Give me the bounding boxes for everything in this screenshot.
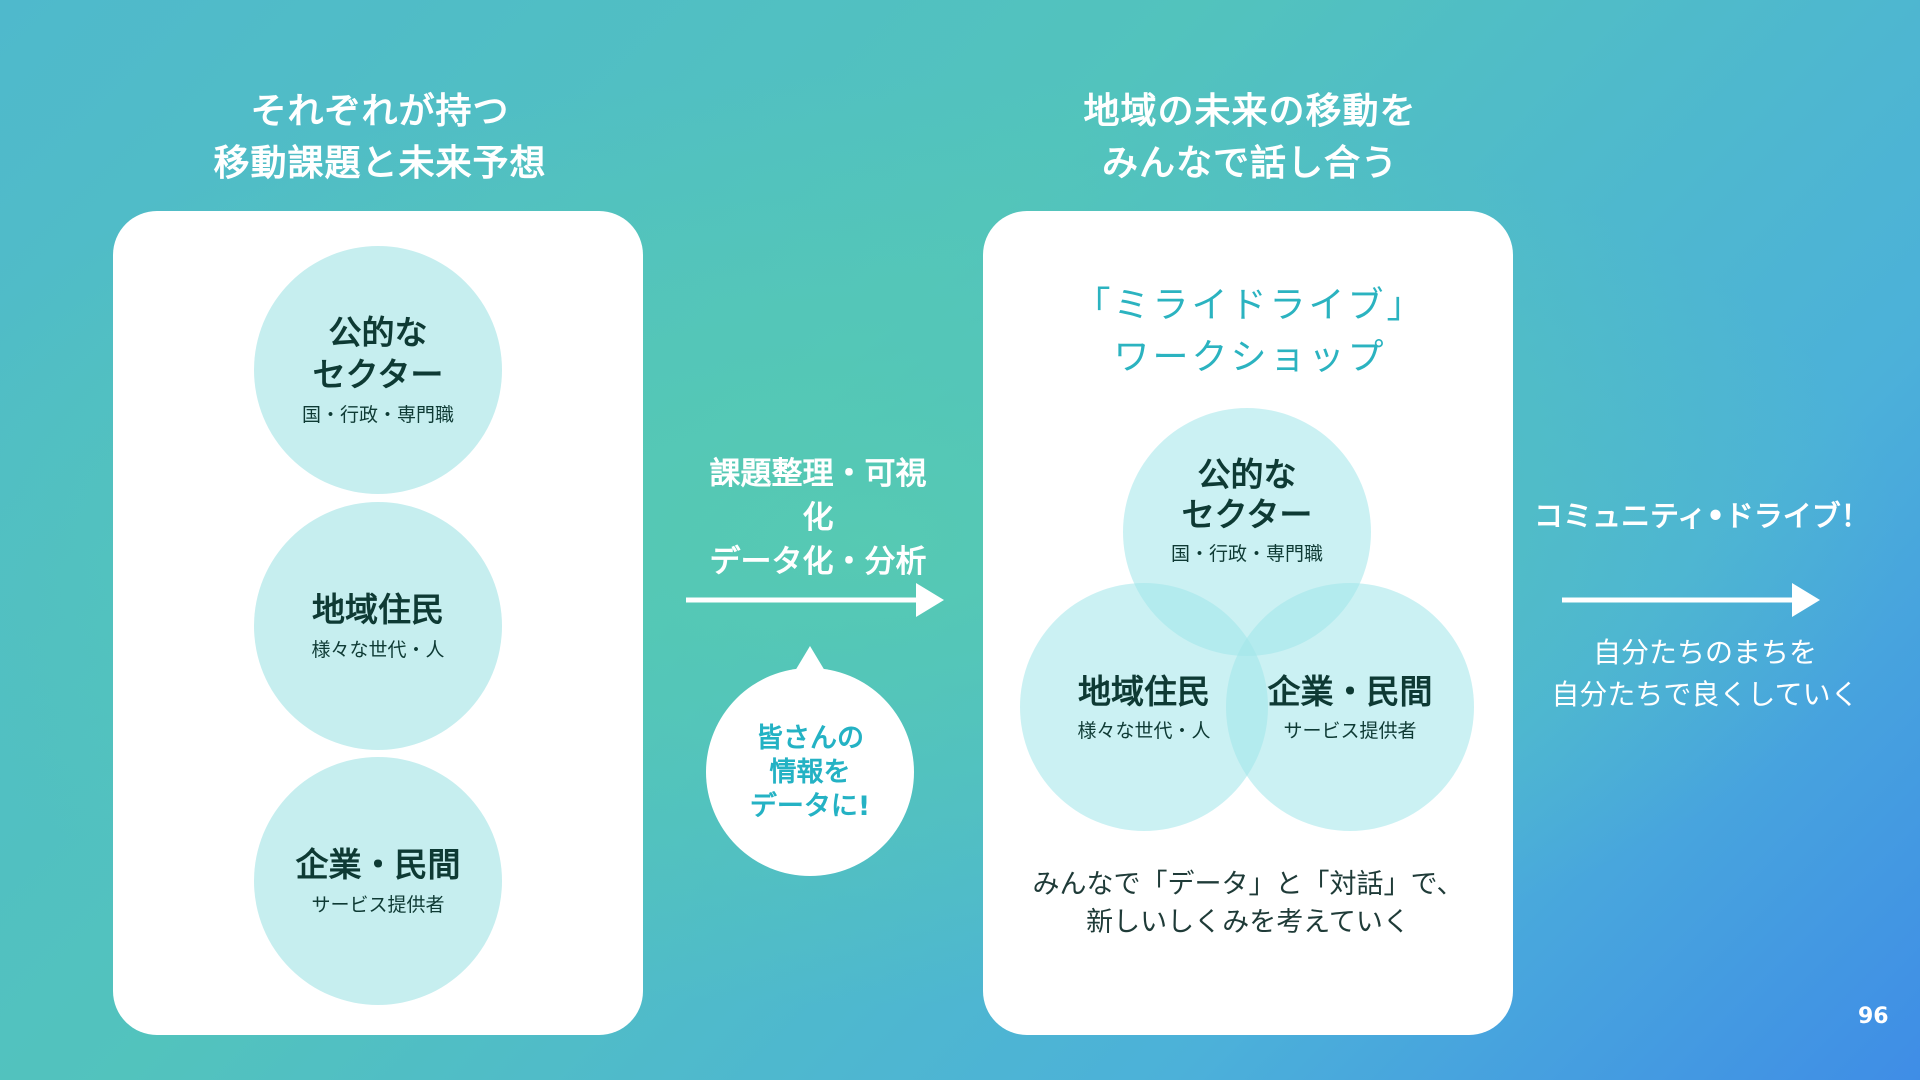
circle-subtitle: サービス提供者 [311, 894, 445, 916]
venn-subtitle: 国・行政・専門職 [1170, 543, 1323, 565]
circle-subtitle: 様々な世代・人 [311, 639, 445, 661]
arrow-head [916, 583, 944, 617]
page-number: 96 [1858, 1004, 1889, 1029]
bubble-body [706, 668, 914, 876]
circle-title: 地域住民 [312, 590, 444, 629]
venn-label-private-sector: 企業・民間 サービス提供者 [1226, 672, 1474, 744]
venn-label-residents: 地域住民 様々な世代・人 [1020, 672, 1268, 744]
speech-bubble [706, 646, 914, 876]
venn-label-public-sector: 公的な セクター 国・行政・専門職 [1123, 455, 1371, 567]
circle-title: 公的な セクター [312, 313, 444, 394]
circle-subtitle: 国・行政・専門職 [301, 404, 454, 426]
venn-subtitle: 様々な世代・人 [1077, 720, 1211, 742]
venn-title: 企業・民間 [1267, 672, 1433, 711]
workshop-title: 「ミライドライブ」 ワークショップ [1074, 285, 1426, 378]
community-drive-title: コミュニティ•ドライブ！ [1534, 499, 1870, 533]
process-label: 課題整理・可視 化 データ化・分析 [709, 456, 927, 580]
outcome-arrow [1562, 583, 1820, 617]
arrow-head [1792, 583, 1820, 617]
left-heading: それぞれが持つ 移動課題と未来予想 [213, 91, 547, 184]
venn-circle-private-sector [1226, 583, 1474, 831]
circle-residents: 地域住民 様々な世代・人 [254, 502, 502, 750]
outcome-tagline: 自分たちのまちを 自分たちで良くしていく [1551, 636, 1859, 711]
workshop-caption: みんなで「データ」と「対話」で、 新しいしくみを考えていく [1032, 869, 1464, 938]
venn-subtitle: サービス提供者 [1283, 720, 1417, 742]
right-heading: 地域の未来の移動を みんなで話し合う [1083, 91, 1417, 184]
circle-private-sector: 企業・民間 サービス提供者 [254, 757, 502, 1005]
venn-title: 地域住民 [1078, 672, 1210, 711]
circle-public-sector: 公的な セクター 国・行政・専門職 [254, 246, 502, 494]
circle-title: 企業・民間 [295, 845, 461, 884]
bubble-text: 皆さんの 情報を データに! [749, 723, 871, 822]
process-arrow [686, 583, 944, 617]
venn-title: 公的な セクター [1181, 455, 1313, 534]
